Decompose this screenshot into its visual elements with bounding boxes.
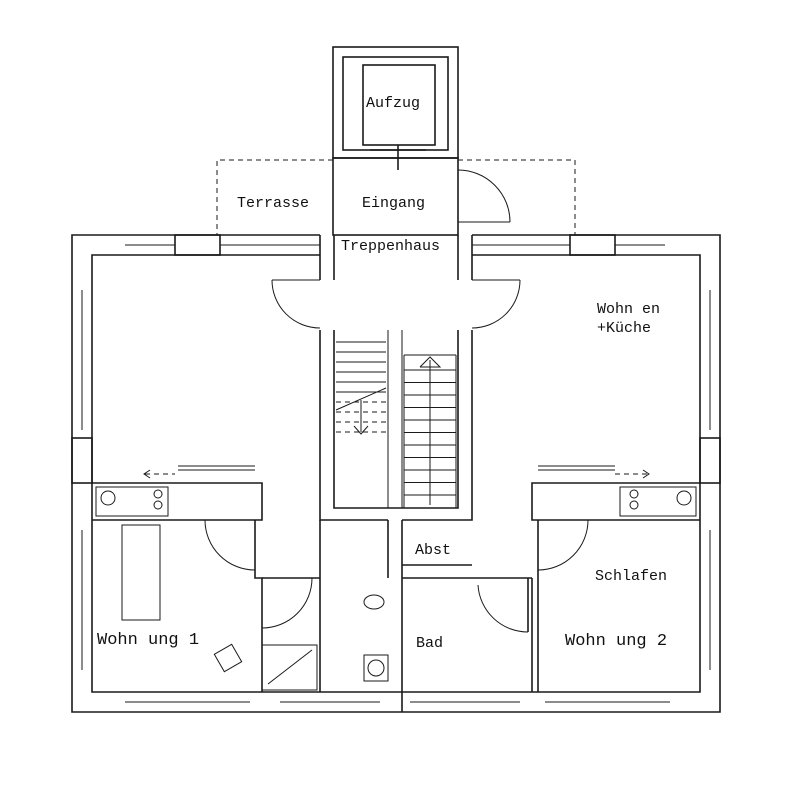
label-bath: Bad xyxy=(416,635,443,652)
stairwell-walls xyxy=(319,235,532,712)
arrow-up-icon xyxy=(419,356,442,368)
label-elevator: Aufzug xyxy=(366,95,420,112)
arrow-down-icon xyxy=(353,425,369,435)
terrace-outline xyxy=(216,159,333,235)
label-kitchen: +Küche xyxy=(597,320,651,337)
label-apartment-1: Wohn ung 1 xyxy=(97,631,199,650)
label-storage: Abst xyxy=(415,542,451,559)
apartment-1-interior xyxy=(92,465,389,692)
label-stairwell: Treppenhaus xyxy=(341,238,440,255)
apartment-2-interior xyxy=(477,465,700,692)
entrance-door xyxy=(457,169,511,223)
staircase xyxy=(335,330,457,508)
label-entrance: Eingang xyxy=(362,195,425,212)
stair-tread xyxy=(335,387,387,411)
label-apartment-2: Wohn ung 2 xyxy=(565,632,667,651)
label-bedroom: Schlafen xyxy=(595,568,667,585)
terrace-right-outline xyxy=(458,159,576,235)
entrance-area xyxy=(332,157,459,236)
outer-walls xyxy=(71,234,721,713)
label-terrace: Terrasse xyxy=(237,195,309,212)
label-living: Wohn en xyxy=(597,301,660,318)
stairwell-doors xyxy=(271,279,521,329)
